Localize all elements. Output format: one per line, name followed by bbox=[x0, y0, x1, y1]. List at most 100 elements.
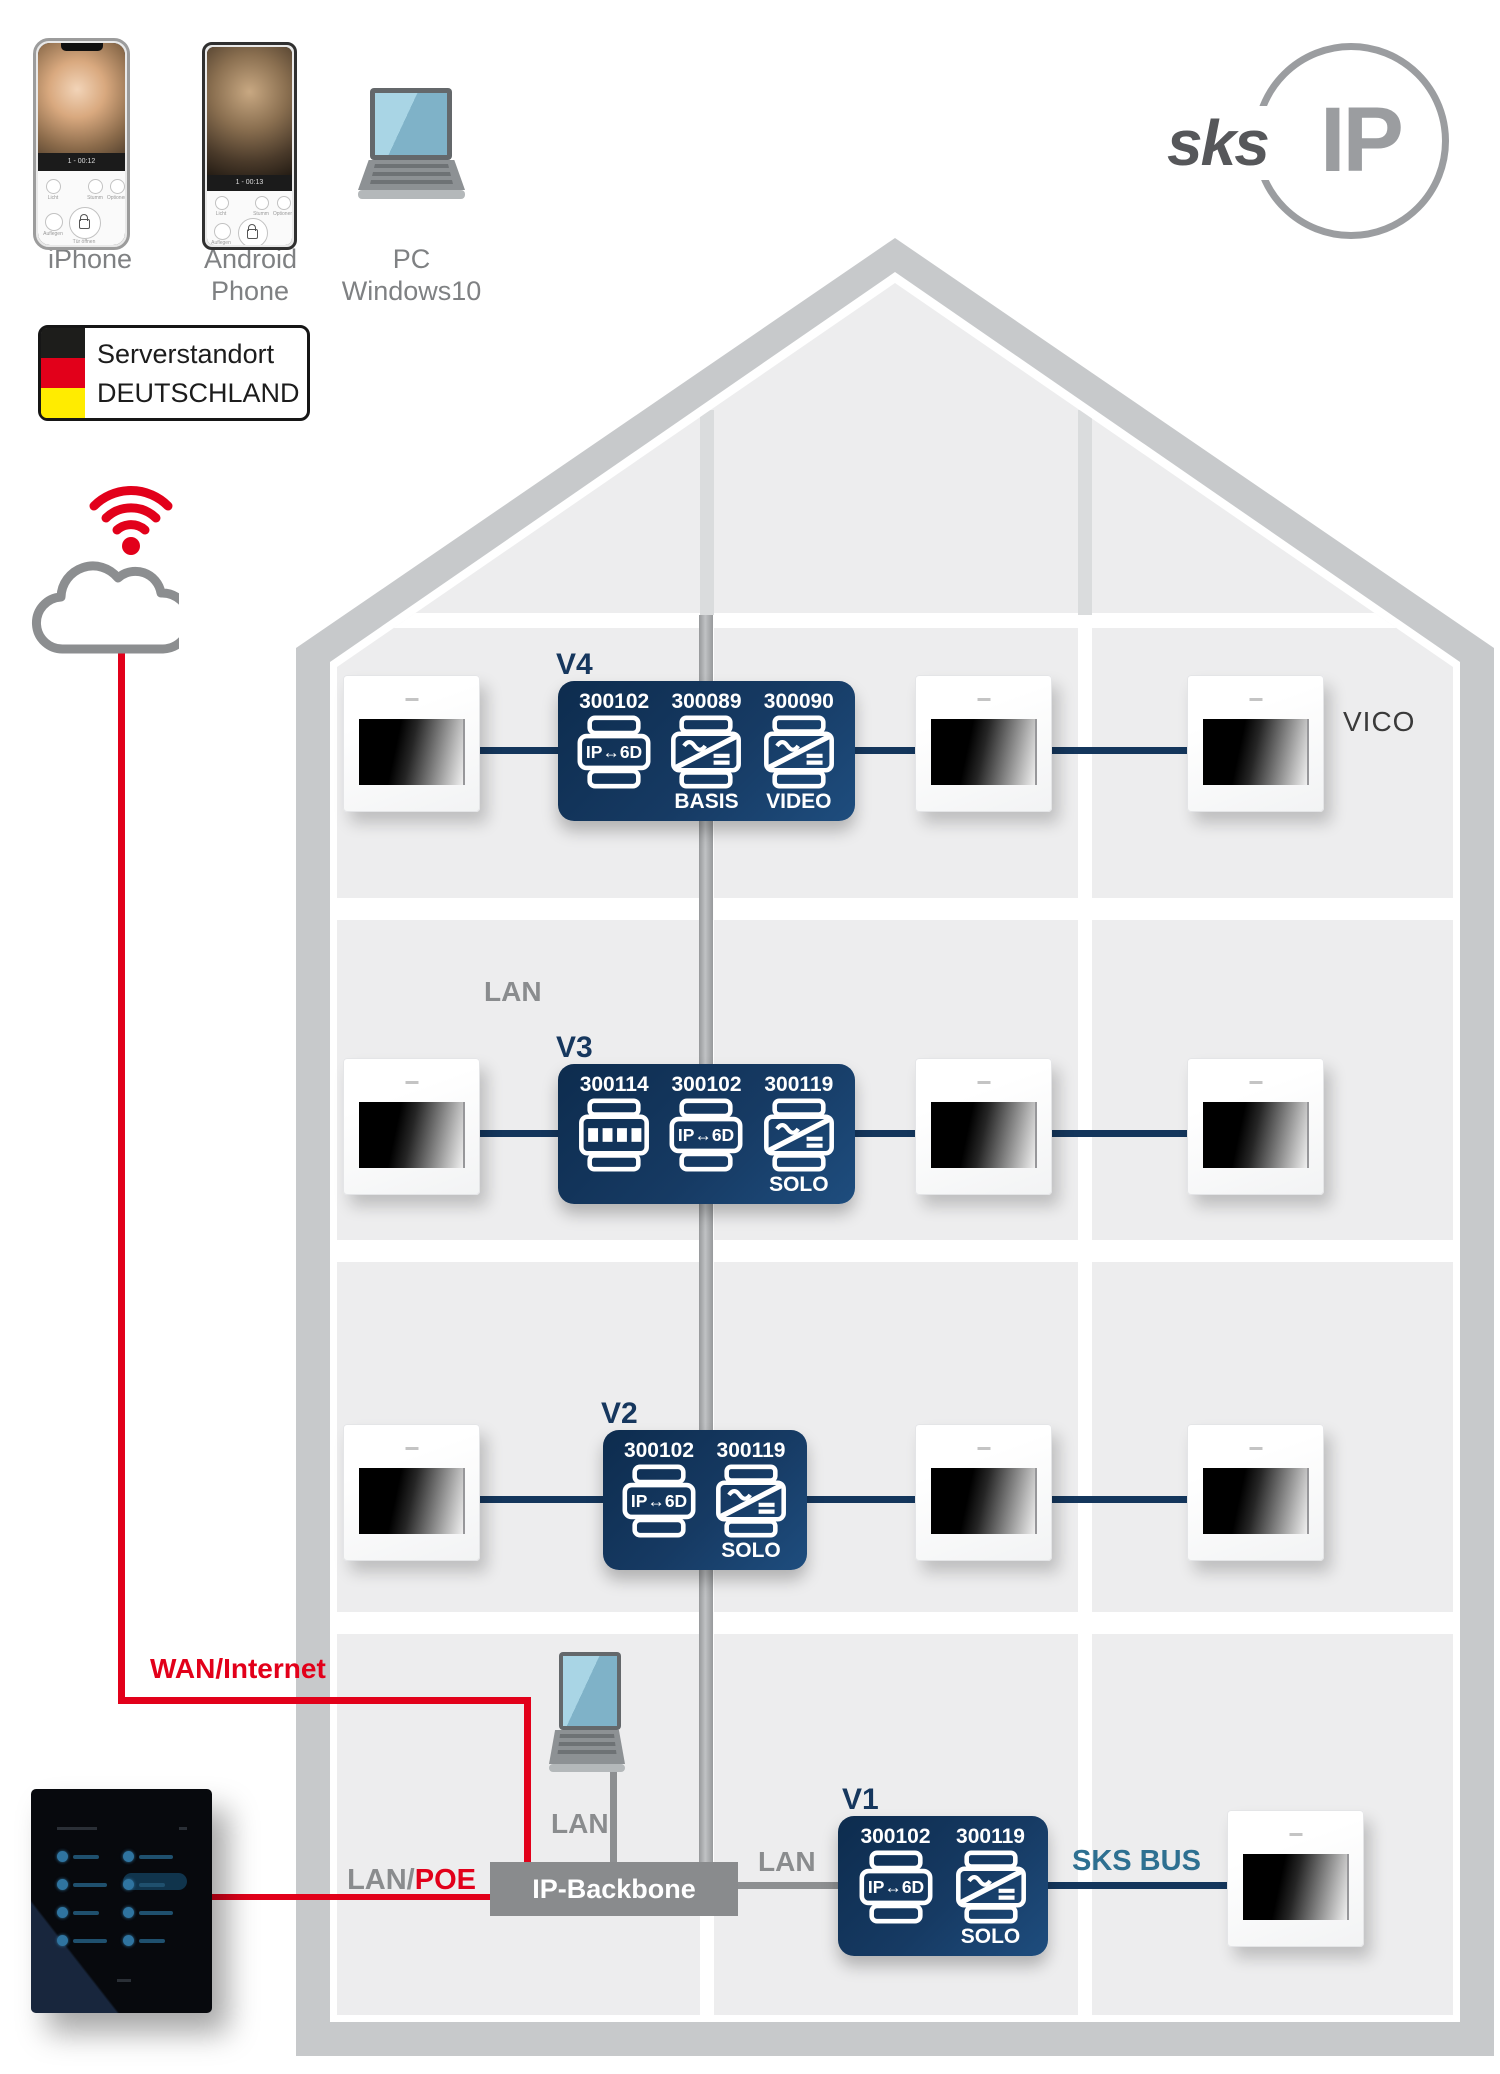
flag-stripe-black bbox=[41, 328, 85, 358]
svg-text:IP↔6D: IP↔6D bbox=[586, 742, 642, 762]
monitor-bus-line bbox=[1052, 1496, 1187, 1503]
monitor-bus-line bbox=[480, 1496, 603, 1503]
lan-poe-label: LAN/POE bbox=[347, 1864, 476, 1897]
ip-backbone-switch: IP-Backbone bbox=[490, 1862, 738, 1916]
module-part-number: 300090 bbox=[763, 690, 834, 713]
door-station-app-text bbox=[73, 1883, 107, 1887]
monitor-bus-line bbox=[855, 1130, 915, 1137]
converter-module-icon bbox=[664, 714, 748, 790]
monitor-logo-mark bbox=[1249, 698, 1262, 701]
converter-module-icon bbox=[709, 1463, 793, 1539]
module-part-number: 300119 bbox=[764, 1073, 834, 1096]
light-button-label: Licht bbox=[47, 195, 59, 201]
pc-laptop bbox=[358, 88, 465, 203]
monitor-screen bbox=[1243, 1854, 1349, 1920]
sks-bus-line bbox=[1048, 1882, 1227, 1889]
module-sublabel: SOLO bbox=[769, 1173, 829, 1196]
monitor-screen bbox=[1203, 719, 1309, 785]
indoor-monitor bbox=[915, 1424, 1052, 1561]
open-door-button-label: Tür öffnen bbox=[72, 239, 96, 245]
monitor-logo-mark bbox=[977, 698, 990, 701]
door-station-app-icon bbox=[123, 1851, 134, 1862]
flag-stripe-yellow bbox=[41, 388, 85, 418]
pc-label-line1: PC bbox=[392, 244, 431, 274]
module-part-number: 300102 bbox=[579, 690, 650, 713]
indoor-monitor bbox=[915, 675, 1052, 812]
module-sublabel: SOLO bbox=[721, 1539, 781, 1562]
monitor-logo-mark bbox=[1249, 1081, 1262, 1084]
door-station-app-text bbox=[139, 1855, 173, 1859]
flag-stripe-red bbox=[41, 358, 85, 388]
module-300102: 300102 IP↔6D bbox=[617, 1438, 701, 1562]
module-300089: 300089 BASIS bbox=[664, 689, 748, 813]
module-300090: 300090 VIDEO bbox=[757, 689, 841, 813]
door-station-app-text bbox=[73, 1911, 99, 1915]
door-station-app-text bbox=[139, 1883, 165, 1887]
indoor-monitor bbox=[343, 1058, 480, 1195]
module-part-number: 300089 bbox=[671, 690, 742, 713]
module-box-v3: 300114 300102 IP↔6D 300119 SOLO bbox=[558, 1064, 855, 1204]
blocks-module-icon bbox=[572, 1097, 656, 1173]
server-location-line1: Serverstandort bbox=[97, 339, 275, 369]
svg-text:IP↔6D: IP↔6D bbox=[631, 1491, 687, 1511]
wan-cable-horizontal bbox=[118, 1697, 531, 1704]
vico-label: VICO bbox=[1343, 706, 1416, 737]
module-part-number: 300102 bbox=[671, 1073, 742, 1096]
ip-logo-text: IP bbox=[1320, 89, 1404, 191]
indoor-monitor bbox=[915, 1058, 1052, 1195]
ip6d-module-icon: IP↔6D bbox=[664, 1097, 748, 1173]
door-station-app-icon bbox=[57, 1879, 68, 1890]
indoor-monitor bbox=[343, 675, 480, 812]
floor-label-v1: V1 bbox=[842, 1783, 879, 1816]
converter-module-icon bbox=[947, 1849, 1034, 1925]
svg-text:IP↔6D: IP↔6D bbox=[678, 1125, 734, 1145]
indoor-monitor bbox=[1187, 1058, 1324, 1195]
monitor-bus-line bbox=[1052, 1130, 1187, 1137]
door-station-app-icon bbox=[57, 1851, 68, 1862]
indoor-monitor bbox=[343, 1424, 480, 1561]
door-station-app-icon bbox=[57, 1935, 68, 1946]
module-300102: 300102 IP↔6D bbox=[572, 689, 656, 813]
door-station-app-text bbox=[139, 1911, 173, 1915]
monitor-screen bbox=[359, 1468, 465, 1534]
monitor-screen bbox=[1203, 1468, 1309, 1534]
backbone-v1-lan-cable bbox=[738, 1882, 838, 1889]
lan-under-laptop-label: LAN bbox=[551, 1808, 609, 1839]
indoor-monitor bbox=[1227, 1810, 1364, 1947]
wan-cable-vertical bbox=[118, 640, 125, 1704]
door-station-app-text bbox=[139, 1939, 165, 1943]
android-caller-video bbox=[207, 47, 292, 175]
wifi-icon bbox=[89, 486, 173, 555]
module-300114: 300114 bbox=[572, 1072, 656, 1196]
wan-internet-label: WAN/Internet bbox=[150, 1653, 326, 1684]
pc-label-line2: Windows10 bbox=[341, 276, 482, 306]
converter-module-icon bbox=[757, 1097, 841, 1173]
door-station-poe-cable bbox=[210, 1894, 492, 1900]
light-button-label: Licht bbox=[215, 211, 227, 217]
config-laptop bbox=[549, 1652, 625, 1782]
monitor-logo-mark bbox=[1289, 1833, 1302, 1836]
monitor-screen bbox=[931, 1468, 1037, 1534]
module-sublabel: SOLO bbox=[960, 1925, 1021, 1948]
laptop-lan-cable bbox=[610, 1766, 617, 1862]
iphone-notch bbox=[60, 43, 103, 51]
module-300102: 300102 IP↔6D bbox=[664, 1072, 748, 1196]
floor-label-v3: V3 bbox=[556, 1031, 593, 1064]
options-button-label: Optionen bbox=[106, 195, 125, 201]
module-part-number: 300114 bbox=[579, 1073, 649, 1096]
monitor-screen bbox=[931, 1102, 1037, 1168]
module-part-number: 300102 bbox=[860, 1825, 931, 1848]
sks-logo-text: sks bbox=[1164, 106, 1271, 180]
iphone-device: 1 - 00:12 Licht Stumm Optionen Auflegen … bbox=[33, 38, 130, 250]
door-station-app-icon bbox=[123, 1935, 134, 1946]
lan-riser-label: LAN bbox=[484, 976, 542, 1007]
monitor-logo-mark bbox=[977, 1447, 990, 1450]
monitor-screen bbox=[359, 1102, 465, 1168]
mute-button-label: Stumm bbox=[87, 195, 103, 201]
android-device: 1 - 00:13 Licht Stumm Optionen Auflegen … bbox=[202, 42, 297, 250]
indoor-monitor bbox=[1187, 675, 1324, 812]
